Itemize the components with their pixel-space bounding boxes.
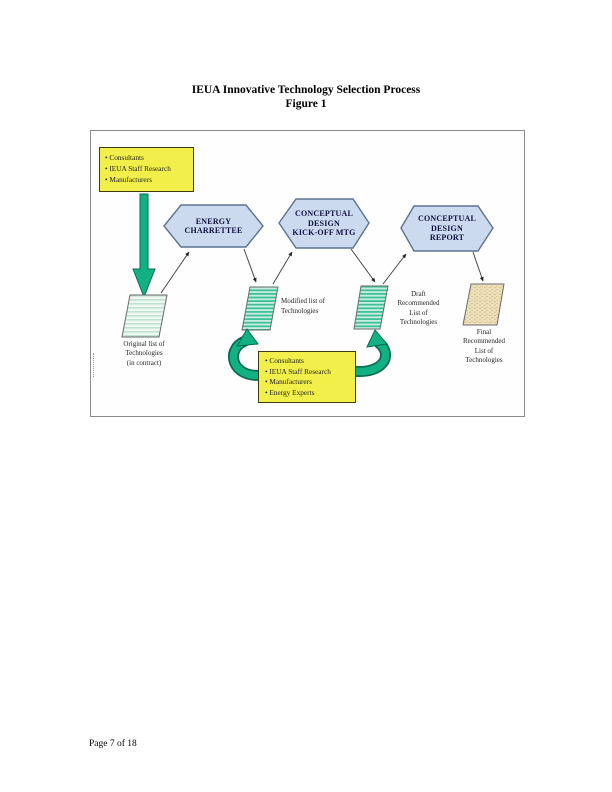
source-item: • Consultants xyxy=(265,356,304,365)
figure-title: IEUA Innovative Technology Selection Pro… xyxy=(0,84,612,111)
source-item: • IEUA Staff Research xyxy=(265,366,331,376)
connector-report-to-final xyxy=(472,251,484,282)
figure-title-line2: Figure 1 xyxy=(285,97,327,110)
source-item: • Consultants xyxy=(105,153,144,162)
caption-original-list: Original list of Technologies (in contra… xyxy=(123,340,165,367)
green-down-arrow xyxy=(132,193,156,299)
doc-modified-list xyxy=(241,286,279,331)
source-item: • Energy Experts xyxy=(265,387,315,397)
hexagon-label-design-report: CONCEPTUAL DESIGN REPORT xyxy=(401,206,493,251)
caption-final-list: Final Recommended List of Technologies xyxy=(463,328,505,364)
connector-charrette-to-modified xyxy=(243,248,257,283)
hexagon-label-kickoff-mtg: CONCEPTUAL DESIGN KICK-OFF MTG xyxy=(279,199,369,248)
source-item: • Manufacturers xyxy=(265,377,312,386)
caption-modified-list: Modified list of Technologies xyxy=(281,297,325,315)
hexagon-label-text: ENERGY CHARRETTEE xyxy=(184,216,243,236)
doc-original-list xyxy=(121,294,168,338)
connector-kickoff-to-draft xyxy=(350,248,376,283)
hexagon-label-text: CONCEPTUAL DESIGN KICK-OFF MTG xyxy=(292,209,356,238)
connector-original-to-charrette xyxy=(160,251,190,294)
green-curved-arrow-right xyxy=(345,329,391,377)
hexagon-kickoff-mtg xyxy=(278,198,370,249)
hexagon-label-text: CONCEPTUAL DESIGN REPORT xyxy=(417,214,476,243)
hexagon-label-energy-charrette: ENERGY CHARRETTEE xyxy=(164,205,263,247)
sources-box-bottom: • Consultants • IEUA Staff Research • Ma… xyxy=(258,351,356,403)
flow-diagram-svg xyxy=(121,193,505,381)
figure-title-line1: IEUA Innovative Technology Selection Pro… xyxy=(191,84,421,96)
source-item: • Manufacturers xyxy=(105,175,152,184)
doc-draft-list xyxy=(353,285,389,330)
connector-draft-to-report xyxy=(382,253,407,285)
source-item: • IEUA Staff Research xyxy=(105,164,171,173)
sources-box-top: • Consultants • IEUA Staff Research • Ma… xyxy=(99,147,194,192)
connector-modified-to-kickoff xyxy=(272,251,293,285)
caption-draft-list: Draft Recommended List of Technologies xyxy=(397,290,440,326)
doc-final-list xyxy=(462,283,505,326)
hexagon-design-report xyxy=(400,205,494,252)
margin-tick-marks xyxy=(93,353,94,377)
page-number: Page 7 of 18 xyxy=(89,739,137,749)
green-curved-arrow-left xyxy=(228,328,269,381)
figure-frame: • Consultants • IEUA Staff Research • Ma… xyxy=(90,130,525,417)
hexagon-energy-charrette xyxy=(163,204,264,248)
